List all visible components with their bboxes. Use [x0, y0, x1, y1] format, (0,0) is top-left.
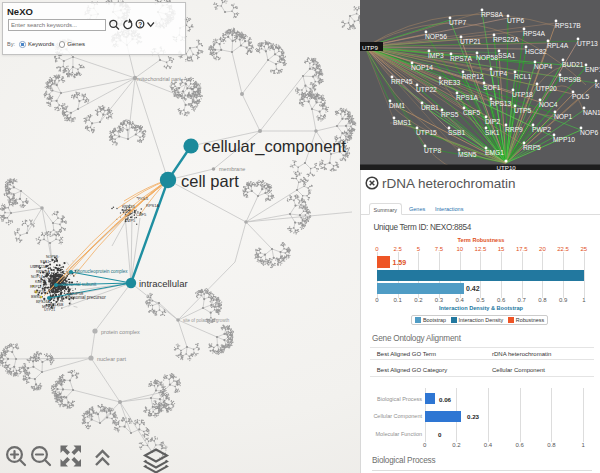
- svg-text:UTP8: UTP8: [424, 147, 441, 154]
- svg-text:IMP3: IMP3: [428, 52, 444, 59]
- svg-text:NOP6: NOP6: [580, 129, 598, 136]
- svg-text:ribonucleoprotein complex: ribonucleoprotein complex: [75, 269, 128, 274]
- svg-text:UTP20: UTP20: [536, 85, 557, 92]
- svg-text:BMS1: BMS1: [393, 119, 411, 126]
- svg-text:RPS13: RPS13: [490, 100, 511, 107]
- svg-text:RPS7A: RPS7A: [450, 55, 472, 62]
- svg-text:ribosomal subunit: ribosomal subunit: [61, 282, 97, 287]
- svg-text:UTP6: UTP6: [507, 17, 524, 24]
- svg-text:NOP4: NOP4: [534, 63, 552, 70]
- svg-text:RPS17B: RPS17B: [555, 22, 581, 29]
- svg-text:CBF5: CBF5: [463, 109, 480, 116]
- svg-text:SSB1: SSB1: [448, 129, 465, 136]
- svg-text:?: ?: [138, 21, 142, 28]
- svg-text:RPS1A: RPS1A: [456, 94, 478, 101]
- svg-text:DIM1: DIM1: [389, 102, 405, 109]
- svg-text:KRE33: KRE33: [439, 79, 460, 86]
- svg-text:NOP1: NOP1: [554, 113, 572, 120]
- svg-text:UTP18: UTP18: [512, 91, 533, 98]
- svg-text:SSA1: SSA1: [40, 260, 49, 264]
- svg-text:RPS9B: RPS9B: [559, 76, 581, 83]
- svg-text:RPS1A: RPS1A: [146, 203, 159, 208]
- svg-text:cellular_component: cellular_component: [203, 137, 347, 156]
- svg-text:UTP21: UTP21: [460, 38, 481, 45]
- svg-text:BMS1: BMS1: [31, 295, 41, 299]
- svg-text:RRP45: RRP45: [391, 78, 413, 85]
- svg-text:KRE: KRE: [595, 82, 600, 89]
- svg-text:UTP5: UTP5: [514, 107, 531, 114]
- svg-text:POL5: POL5: [572, 93, 589, 100]
- svg-text:BUD21: BUD21: [562, 61, 584, 68]
- svg-text:UTP4: UTP4: [490, 70, 507, 77]
- svg-text:KRE31: KRE31: [35, 280, 46, 284]
- svg-text:MPP10: MPP10: [42, 304, 56, 309]
- svg-text:site of polarized growth: site of polarized growth: [183, 318, 230, 323]
- svg-text:HSC82: HSC82: [525, 48, 547, 55]
- svg-text:MPP10: MPP10: [553, 136, 575, 143]
- svg-text:UTP18: UTP18: [34, 290, 45, 294]
- svg-text:RCL1: RCL1: [514, 73, 531, 80]
- svg-text:MSN5: MSN5: [458, 151, 477, 158]
- svg-text:UTP7: UTP7: [449, 19, 466, 26]
- svg-text:UTP15: UTP15: [416, 129, 437, 136]
- svg-text:UTP9: UTP9: [362, 44, 378, 51]
- svg-text:UTP4: UTP4: [30, 264, 41, 269]
- svg-text:RPL4A: RPL4A: [547, 42, 569, 49]
- svg-text:NOP58: NOP58: [70, 291, 84, 296]
- svg-text:EMG1: EMG1: [485, 149, 504, 156]
- svg-text:protein complex: protein complex: [101, 329, 140, 335]
- svg-text:POL5: POL5: [138, 196, 149, 201]
- svg-text:NOP14: NOP14: [411, 64, 433, 71]
- svg-text:NOP58: NOP58: [476, 54, 498, 61]
- svg-text:RPS4A: RPS4A: [523, 30, 545, 37]
- svg-text:URB1: URB1: [421, 104, 439, 111]
- svg-text:RPS8A: RPS8A: [481, 11, 503, 18]
- svg-text:UTP5: UTP5: [125, 218, 136, 223]
- svg-text:nuclear part: nuclear part: [97, 356, 127, 362]
- svg-text:KRE33: KRE33: [122, 204, 135, 209]
- svg-text:NOP58: NOP58: [46, 255, 58, 259]
- svg-text:NOP14: NOP14: [31, 275, 43, 279]
- svg-text:RPS22A: RPS22A: [493, 36, 519, 43]
- svg-text:DIP2: DIP2: [485, 118, 500, 125]
- svg-text:mitochondrial part: mitochondrial part: [137, 76, 181, 82]
- svg-text:RRP5: RRP5: [523, 144, 541, 151]
- svg-text:RRP12: RRP12: [462, 73, 484, 80]
- svg-text:cell part: cell part: [181, 172, 239, 190]
- svg-text:NAN1: NAN1: [583, 109, 600, 116]
- svg-text:UTP13: UTP13: [577, 40, 598, 47]
- svg-text:RRP12: RRP12: [30, 285, 42, 289]
- svg-text:NOC4: NOC4: [539, 101, 558, 108]
- svg-text:ENP1: ENP1: [585, 66, 600, 73]
- svg-text:intracellular: intracellular: [139, 278, 188, 289]
- svg-text:RPS16A: RPS16A: [36, 270, 50, 274]
- svg-text:RRP9: RRP9: [505, 126, 523, 133]
- svg-text:CBF5: CBF5: [136, 212, 147, 217]
- svg-text:SSA1: SSA1: [498, 52, 515, 59]
- svg-text:RPS5: RPS5: [441, 111, 459, 118]
- svg-text:UTP22: UTP22: [416, 86, 437, 93]
- svg-text:PWP2: PWP2: [532, 126, 551, 133]
- svg-text:SIK1: SIK1: [485, 129, 500, 136]
- svg-text:NOP56: NOP56: [425, 33, 447, 40]
- svg-text:SOF1: SOF1: [483, 84, 501, 91]
